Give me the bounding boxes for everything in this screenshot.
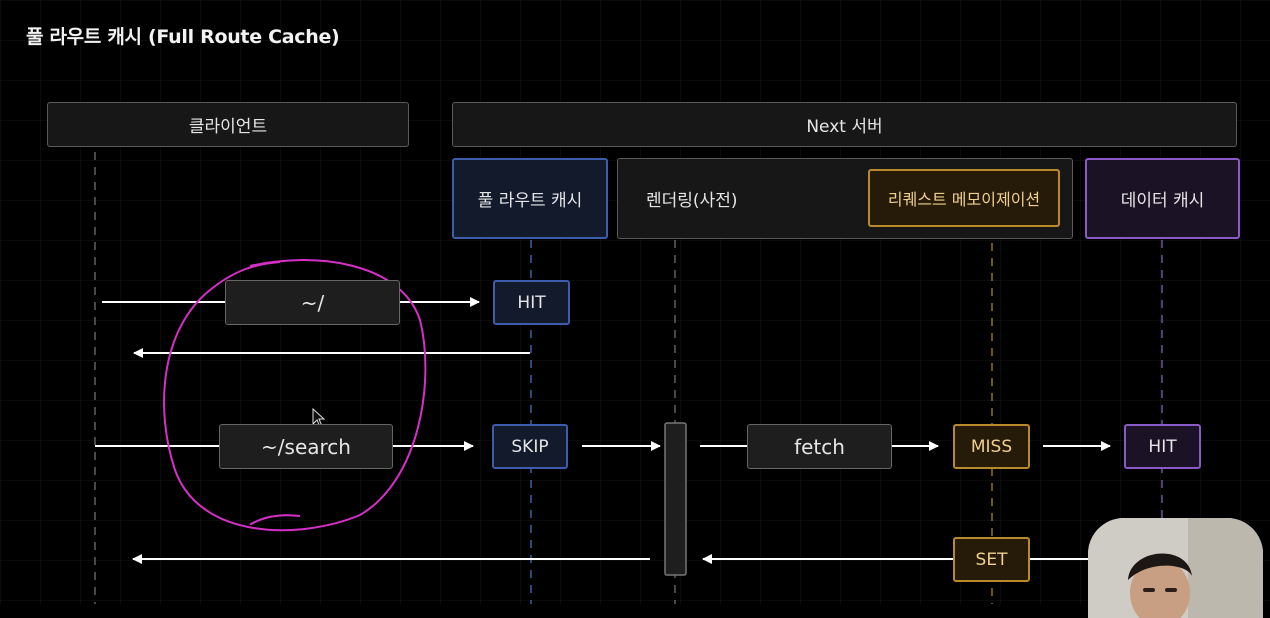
page-title: 풀 라우트 캐시 (Full Route Cache) xyxy=(26,26,340,48)
row1-hit-label: HIT xyxy=(517,292,546,313)
client-header: 클라이언트 xyxy=(47,102,409,147)
client-header-label: 클라이언트 xyxy=(188,117,268,137)
webcam-overlay xyxy=(1088,518,1263,618)
row2-fetch-label: fetch xyxy=(794,434,845,459)
row1-hit-badge: HIT xyxy=(493,280,570,325)
row2-skip-label: SKIP xyxy=(511,436,549,457)
row2-skip-badge: SKIP xyxy=(492,424,568,469)
data-cache-column: 데이터 캐시 xyxy=(1085,158,1240,239)
diagram-lines xyxy=(94,152,1163,604)
rendering-activation-bar xyxy=(664,422,687,576)
full-route-cache-column: 풀 라우트 캐시 xyxy=(452,158,608,239)
row2-request-box: ~/search xyxy=(219,424,393,469)
row2-hit-label: HIT xyxy=(1148,436,1177,457)
data-cache-label: 데이터 캐시 xyxy=(1120,191,1205,211)
annotation-circle xyxy=(163,259,427,532)
request-memoization-label: 리퀘스트 메모이제이션 xyxy=(887,190,1041,209)
full-route-cache-label: 풀 라우트 캐시 xyxy=(477,191,583,211)
row2-hit-badge: HIT xyxy=(1124,424,1201,469)
presenter-image xyxy=(1088,518,1263,618)
request-memoization-column: 리퀘스트 메모이제이션 xyxy=(868,169,1060,227)
row2-fetch-box: fetch xyxy=(747,424,892,469)
row1-request-label: ~/ xyxy=(300,290,325,315)
row3-set-label: SET xyxy=(975,549,1008,570)
server-header-label: Next 서버 xyxy=(806,117,883,137)
row2-miss-badge: MISS xyxy=(953,424,1030,469)
row2-request-label: ~/search xyxy=(261,434,351,459)
row3-set-badge: SET xyxy=(953,537,1030,582)
row1-request-box: ~/ xyxy=(225,280,400,325)
server-header: Next 서버 xyxy=(452,102,1237,147)
row2-miss-label: MISS xyxy=(970,436,1013,457)
rendering-label: 렌더링(사전) xyxy=(646,191,738,211)
